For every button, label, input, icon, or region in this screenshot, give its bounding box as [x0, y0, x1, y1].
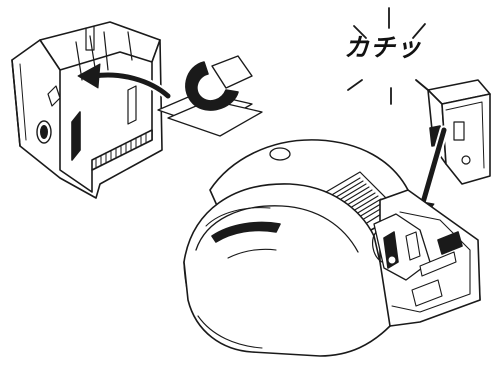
click-sound-label: カチッ — [344, 34, 439, 62]
ribbon-cartridge-open-icon — [12, 22, 162, 198]
